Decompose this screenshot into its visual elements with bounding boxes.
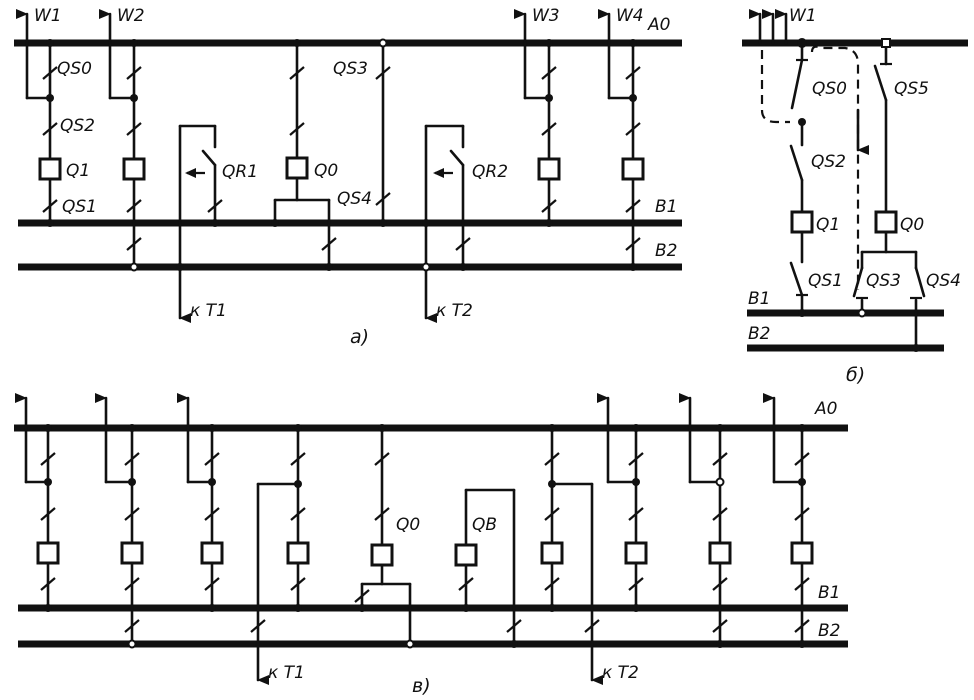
breaker-q1-b bbox=[790, 210, 814, 234]
label-qs3: QS3 bbox=[333, 59, 368, 79]
feeder-w4 bbox=[598, 9, 645, 271]
label-q1-b: Q1 bbox=[816, 215, 840, 235]
label-qr1: QR1 bbox=[222, 162, 258, 182]
label-w3: W3 bbox=[532, 6, 560, 26]
label-kt2-a: к T2 bbox=[436, 301, 473, 321]
label-qs0-b: QS0 bbox=[812, 79, 847, 99]
label-q1: Q1 bbox=[66, 161, 90, 181]
label-qr2: QR2 bbox=[472, 162, 508, 182]
label-qs4: QS4 bbox=[337, 189, 372, 209]
bypass-breaker-branch bbox=[271, 38, 391, 271]
feeder-c-4 bbox=[597, 393, 648, 612]
feeder-c-3 bbox=[177, 393, 224, 612]
label-w1: W1 bbox=[34, 6, 62, 26]
label-qb: QB bbox=[472, 515, 497, 535]
label-qs5: QS5 bbox=[894, 79, 929, 99]
label-qs2: QS2 bbox=[60, 116, 95, 136]
diagram-c: A0 Q0 QB B1 B2 к T1 к T2 в) bbox=[14, 393, 848, 697]
label-b1-b: B1 bbox=[748, 289, 770, 309]
label-kt1-c: к T1 bbox=[268, 663, 305, 683]
label-b2-c: B2 bbox=[818, 621, 840, 641]
transformer-branch-t1 bbox=[176, 124, 223, 323]
label-w1-b: W1 bbox=[789, 6, 817, 26]
label-kt1-a: к T1 bbox=[190, 301, 227, 321]
transformer-branch-t1-c bbox=[250, 424, 310, 685]
label-w4: W4 bbox=[616, 6, 644, 26]
label-q0-b: Q0 bbox=[900, 215, 924, 235]
label-qs4-b: QS4 bbox=[926, 271, 961, 291]
feeder-w3 bbox=[514, 9, 561, 227]
feeder-c-5 bbox=[679, 393, 732, 648]
label-b1-a: B1 bbox=[655, 197, 677, 217]
label-b1-c: B1 bbox=[818, 583, 840, 603]
transformer-branch-t2 bbox=[421, 124, 471, 323]
label-qs2-b: QS2 bbox=[811, 152, 846, 172]
label-b2-a: B2 bbox=[655, 241, 677, 261]
label-qs1: QS1 bbox=[62, 197, 97, 217]
label-a0-c: A0 bbox=[814, 399, 837, 419]
feeder-w1 bbox=[16, 9, 62, 227]
feeder-c-1 bbox=[15, 393, 60, 612]
label-a0: A0 bbox=[647, 15, 670, 35]
label-q0-c: Q0 bbox=[396, 515, 420, 535]
transformer-branch-t2-c bbox=[540, 424, 603, 685]
diagram-a: W1 W2 W3 W4 A0 QS0 QS2 Q1 QS1 QR1 Q0 QS3… bbox=[14, 6, 682, 348]
label-b2-b: B2 bbox=[748, 324, 770, 344]
breaker-q1 bbox=[38, 157, 62, 181]
sublabel-c: в) bbox=[412, 675, 431, 697]
sublabel-b: б) bbox=[846, 364, 865, 386]
label-qs1-b: QS1 bbox=[808, 271, 843, 291]
sublabel-a: а) bbox=[350, 326, 369, 348]
label-kt2-c: к T2 bbox=[602, 663, 639, 683]
feeder-c-6 bbox=[763, 393, 814, 648]
label-q0: Q0 bbox=[314, 161, 338, 181]
feeder-w2 bbox=[99, 9, 146, 272]
label-qs3-b: QS3 bbox=[866, 271, 901, 291]
diagram-b: W1 QS0 QS5 QS2 Q1 Q0 QS1 QS3 QS4 B1 B2 б… bbox=[742, 6, 968, 386]
label-qs0: QS0 bbox=[57, 59, 92, 79]
label-w2: W2 bbox=[117, 6, 145, 26]
feeder-c-2 bbox=[95, 393, 144, 649]
sectional-breaker-branch bbox=[454, 488, 522, 648]
bypass-breaker-branch-c bbox=[354, 424, 415, 649]
